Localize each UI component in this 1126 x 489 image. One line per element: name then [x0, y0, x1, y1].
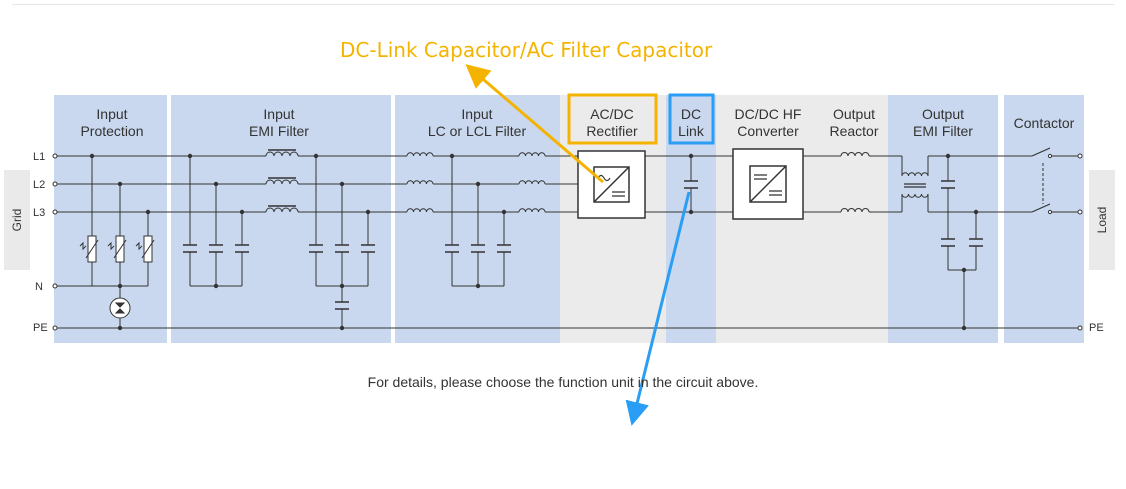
junction-dots [89, 153, 979, 331]
grid-side-tab: Grid [4, 170, 30, 270]
capacitor-icons [183, 180, 983, 310]
line-label-l3: L3 [33, 207, 45, 219]
unit-label-line2: EMI Filter [913, 123, 973, 139]
section-acdc-rectifier[interactable] [560, 95, 666, 343]
unit-label-line2: Link [678, 123, 705, 139]
unit-label-line1: Contactor [1014, 115, 1075, 131]
unit-label-line1: Output [922, 106, 964, 122]
dcdc-block-icon [732, 148, 804, 220]
unit-label-line1: Input [263, 106, 294, 122]
acdc-highlight-box [567, 93, 658, 145]
contactor-switch-icon [1031, 147, 1051, 213]
unit-label-line2: Reactor [829, 123, 878, 139]
blue-arrow-icon [625, 191, 691, 426]
surge-arrester-icon [109, 297, 131, 319]
section-dc-link[interactable] [666, 95, 716, 343]
unit-label-line1: Input [461, 106, 492, 122]
unit-label-line2: Rectifier [586, 123, 638, 139]
annotation-label: DC-Link Capacitor/AC Filter Capacitor [340, 38, 713, 62]
inductor-icons [265, 149, 929, 213]
rectifier-block-icon [577, 150, 646, 219]
line-label-pe: PE [1089, 322, 1104, 334]
unit-label-line2: EMI Filter [249, 123, 309, 139]
terminal-icons [52, 153, 1083, 331]
dclink-highlight-box [668, 93, 715, 145]
line-label-pe: PE [33, 322, 48, 334]
line-label-l2: L2 [33, 179, 45, 191]
unit-label-line1: DC/DC HF [735, 106, 802, 122]
instruction-text: For details, please choose the function … [367, 374, 759, 390]
unit-label-line1: AC/DC [590, 106, 634, 122]
section-output-emi-filter[interactable] [888, 95, 998, 343]
top-divider [12, 4, 1114, 5]
line-label-l1: L1 [33, 151, 45, 163]
unit-label-line2: LC or LCL Filter [428, 123, 527, 139]
unit-label-line1: Output [833, 106, 875, 122]
unit-label-line2: Converter [737, 123, 799, 139]
line-label-n: N [35, 281, 43, 293]
unit-label-line2: Protection [80, 123, 143, 139]
load-side-tab: Load [1089, 170, 1115, 270]
unit-label-line1: Input [96, 106, 127, 122]
section-contactor[interactable] [1004, 95, 1084, 343]
orange-arrow-icon [465, 64, 604, 184]
unit-label-line1: DC [681, 106, 701, 122]
section-input-emi-filter[interactable] [171, 95, 391, 343]
varistor-icons [79, 235, 155, 263]
